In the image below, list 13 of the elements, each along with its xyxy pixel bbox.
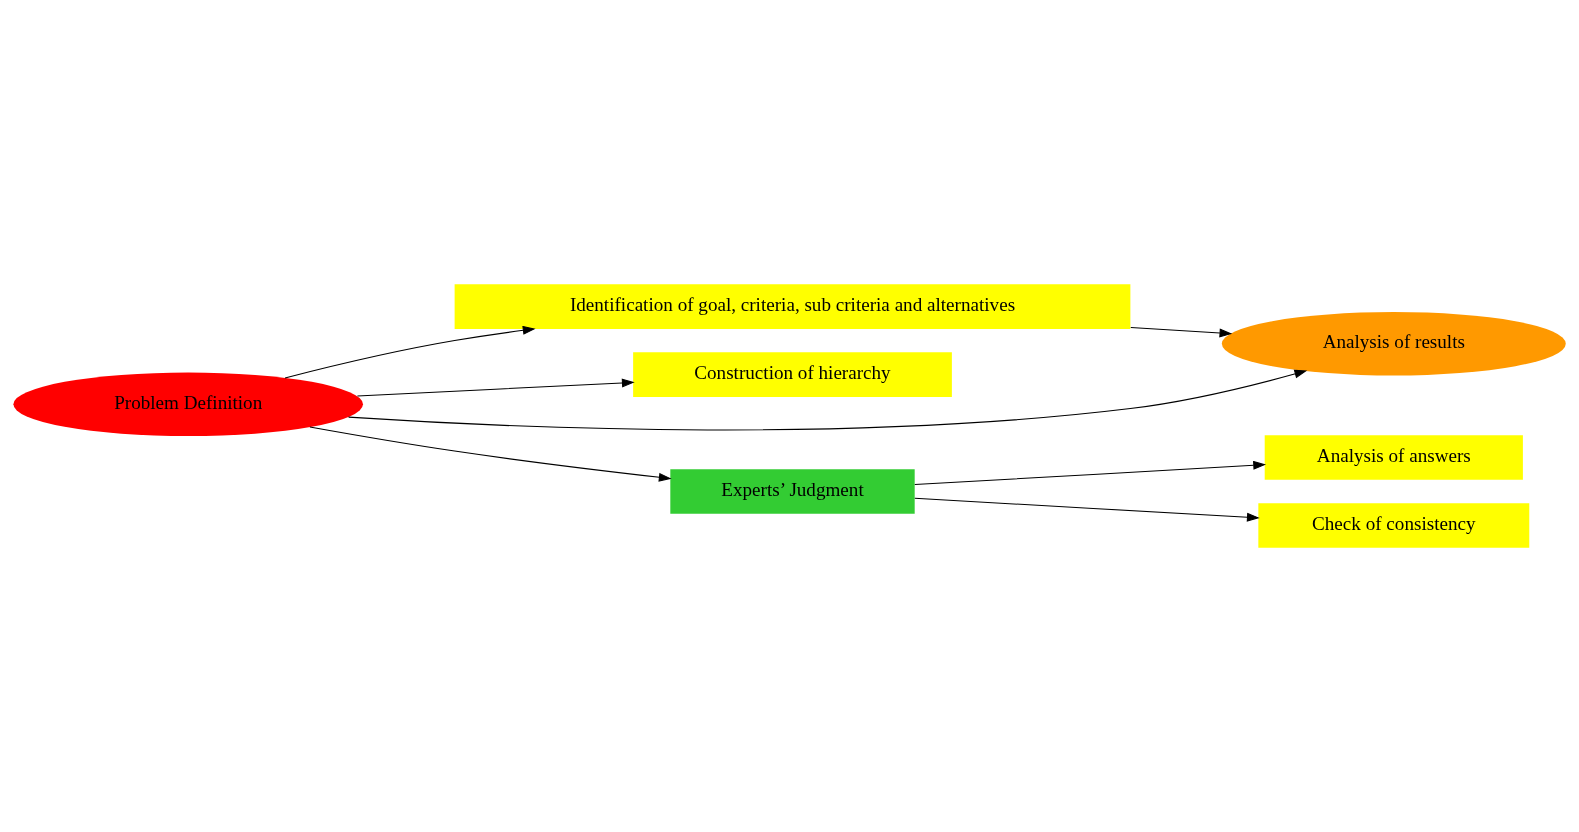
node-box: Identification of goal, criteria, sub criteria and alternatives [454, 284, 1131, 329]
arrow [284, 325, 536, 379]
arrow [309, 426, 672, 482]
arrow [348, 369, 1308, 431]
node-box: Experts’ Judgment [670, 469, 915, 514]
node-box: Analysis of answers [1264, 435, 1523, 480]
arrow [356, 378, 635, 397]
node-box: Construction of hierarchy [633, 352, 952, 397]
arrow [914, 497, 1260, 522]
arrow [914, 460, 1267, 486]
node-box: Check of consistency [1258, 503, 1530, 548]
node-ellipse: Problem Definition [13, 372, 363, 437]
arrow [1130, 326, 1233, 338]
